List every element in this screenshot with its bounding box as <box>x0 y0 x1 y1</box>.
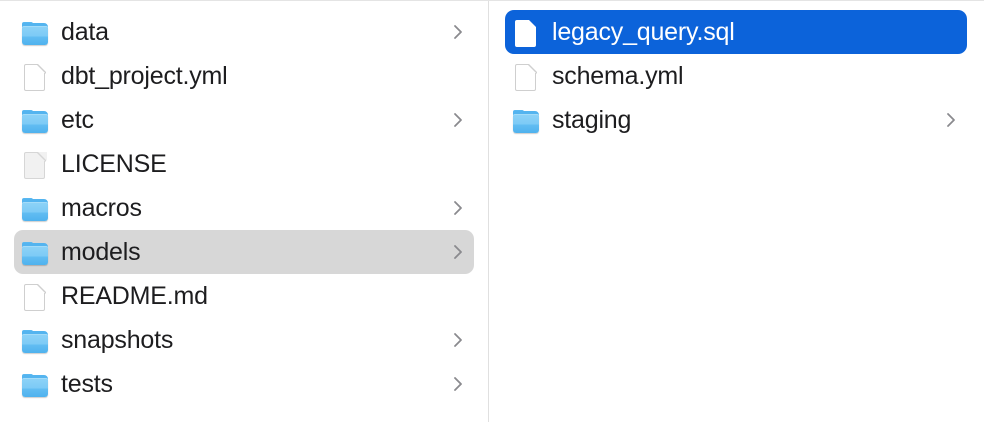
folder-row[interactable]: snapshots <box>14 318 474 362</box>
file-icon <box>513 17 539 47</box>
chevron-right-icon <box>452 110 464 130</box>
item-label: README.md <box>61 282 208 310</box>
folder-row[interactable]: data <box>14 10 474 54</box>
folder-row[interactable]: macros <box>14 186 474 230</box>
file-row[interactable]: legacy_query.sql <box>505 10 967 54</box>
folder-row[interactable]: etc <box>14 98 474 142</box>
item-label: etc <box>61 106 94 134</box>
item-label: LICENSE <box>61 150 167 178</box>
folder-icon <box>22 325 48 355</box>
folder-row[interactable]: staging <box>505 98 967 142</box>
file-row[interactable]: schema.yml <box>505 54 967 98</box>
folder-icon <box>22 17 48 47</box>
chevron-right-icon <box>452 22 464 42</box>
folder-row[interactable]: tests <box>14 362 474 406</box>
item-label: staging <box>552 106 632 134</box>
chevron-right-icon <box>945 110 957 130</box>
file-row[interactable]: README.md <box>14 274 474 318</box>
chevron-right-icon <box>452 198 464 218</box>
file-icon <box>513 61 539 91</box>
chevron-right-icon <box>452 242 464 262</box>
item-label: snapshots <box>61 326 174 354</box>
item-label: macros <box>61 194 142 222</box>
folder-icon <box>513 105 539 135</box>
file-row[interactable]: dbt_project.yml <box>14 54 474 98</box>
file-icon <box>22 61 48 91</box>
file-row[interactable]: LICENSE <box>14 142 474 186</box>
generic-file-icon <box>22 149 48 179</box>
item-label: legacy_query.sql <box>552 18 735 46</box>
chevron-right-icon <box>452 330 464 350</box>
folder-icon <box>22 105 48 135</box>
item-label: dbt_project.yml <box>61 62 228 90</box>
file-icon <box>22 281 48 311</box>
folder-row[interactable]: models <box>14 230 474 274</box>
item-label: data <box>61 18 109 46</box>
folder-icon <box>22 193 48 223</box>
folder-icon <box>22 369 48 399</box>
item-label: models <box>61 238 141 266</box>
chevron-right-icon <box>452 374 464 394</box>
file-column-child[interactable]: legacy_query.sql schema.yml staging <box>489 1 983 422</box>
item-label: schema.yml <box>552 62 684 90</box>
item-label: tests <box>61 370 113 398</box>
folder-icon <box>22 237 48 267</box>
